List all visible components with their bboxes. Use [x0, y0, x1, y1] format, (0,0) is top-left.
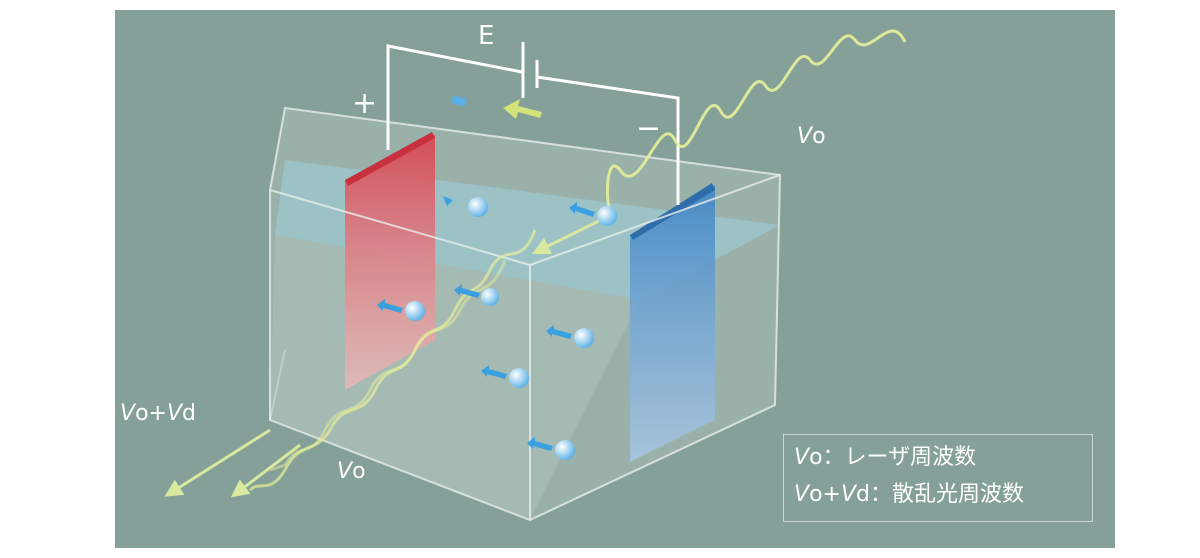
- legend: Vo：レーザ周波数 Vo+Vd：散乱光周波数: [783, 434, 1093, 522]
- charged-particles: [377, 196, 617, 460]
- anode-electrode: [345, 132, 435, 390]
- particle: [546, 325, 594, 348]
- particle: [454, 284, 499, 306]
- scattered-light-label: Vo+Vd: [120, 401, 196, 426]
- legend-laser-frequency: Vo：レーザ周波数: [794, 445, 977, 470]
- particle: [527, 437, 575, 460]
- tank-edges: [269, 106, 782, 522]
- scattered-light-arrows: [164, 216, 606, 498]
- particle: [377, 299, 425, 321]
- minus-sign: −: [636, 111, 661, 146]
- circuit-wire: [386, 44, 680, 205]
- plus-sign: +: [352, 86, 377, 121]
- cathode-electrode: [630, 183, 715, 462]
- laser-beams: [248, 29, 907, 492]
- particle: [443, 196, 488, 217]
- particle: [569, 202, 617, 226]
- battery-label: E: [478, 21, 494, 51]
- incident-light-label: Vo: [797, 124, 826, 149]
- legend-scattered-frequency: Vo+Vd：散乱光周波数: [794, 482, 1025, 507]
- transmitted-light-label: Vo: [337, 459, 366, 484]
- electron-charge-icon: [451, 95, 467, 107]
- battery-icon: [521, 42, 539, 98]
- current-direction-arrow-icon: [503, 99, 542, 119]
- particle: [481, 365, 529, 388]
